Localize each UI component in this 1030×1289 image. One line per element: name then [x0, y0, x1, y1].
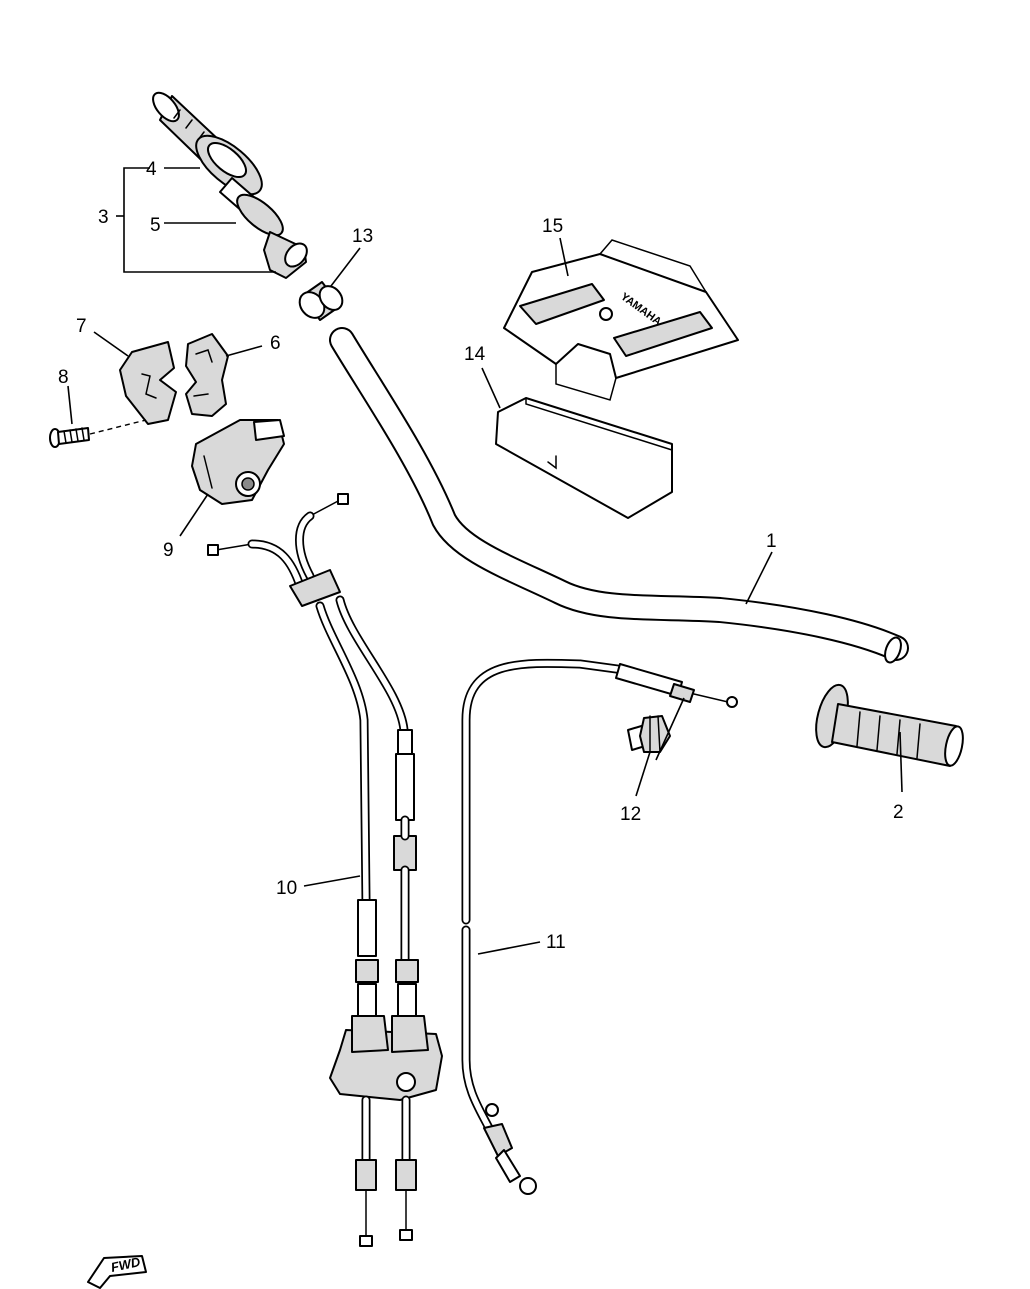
callout-5: 5 — [150, 215, 161, 236]
fwd-arrow-icon: FWD — [87, 1254, 147, 1289]
fwd-label: FWD — [110, 1254, 143, 1275]
callout-12: 12 — [620, 804, 641, 825]
callout-7: 7 — [76, 316, 87, 337]
callout-8: 8 — [58, 367, 69, 388]
pad-cover-15: YAMAHA — [503, 237, 739, 401]
callout-9: 9 — [163, 540, 174, 561]
callout-13: 13 — [352, 226, 373, 247]
callout-10: 10 — [276, 878, 297, 899]
callout-3: 3 — [98, 207, 109, 228]
throttle-flange — [236, 193, 284, 237]
callout-15: 15 — [542, 216, 563, 237]
pad-14 — [481, 367, 673, 519]
grip-2 — [815, 683, 964, 793]
housing-6 — [185, 333, 263, 417]
callout-1: 1 — [766, 531, 777, 552]
handlebar-1 — [329, 327, 909, 664]
bracket-3 — [116, 167, 276, 273]
callout-14: 14 — [464, 344, 486, 365]
collar-13 — [298, 247, 361, 321]
screw-8 — [49, 385, 147, 448]
adjuster-12 — [627, 697, 685, 797]
callout-4: 4 — [146, 159, 157, 180]
clutch-cable-11 — [461, 658, 738, 1195]
housing-7 — [93, 331, 177, 425]
callout-6: 6 — [270, 333, 281, 354]
throttle-cables-10 — [207, 493, 443, 1247]
callout-2: 2 — [893, 802, 904, 823]
callout-11: 11 — [546, 932, 566, 953]
throttle-grip-assembly — [152, 91, 308, 279]
cable-cover-9 — [179, 419, 285, 537]
